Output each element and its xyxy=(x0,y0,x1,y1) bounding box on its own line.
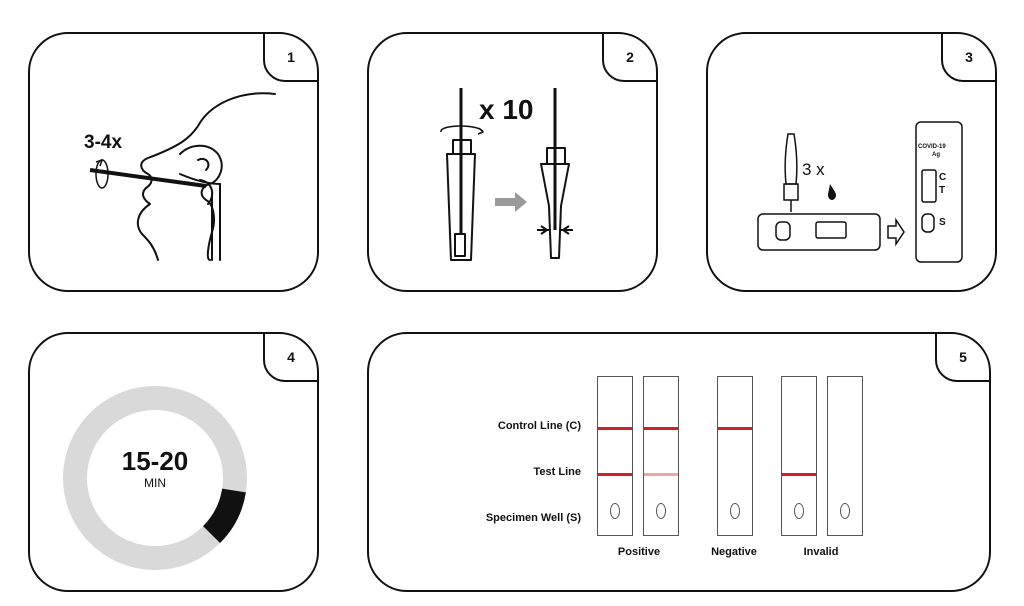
step-5-panel: Control Line (C) Test Line Specimen Well… xyxy=(367,332,991,592)
test-line-mark xyxy=(644,473,678,476)
step-4-panel: 15-20 MIN 4 xyxy=(28,332,319,592)
control-line-mark xyxy=(644,427,678,430)
drops-label: 3 x xyxy=(802,160,825,179)
cassette-ag: Ag xyxy=(932,152,940,158)
test-line-mark xyxy=(782,473,816,476)
result-label-negative: Negative xyxy=(711,546,757,558)
step-number: 5 xyxy=(935,334,989,382)
repeat-label: 3-4x xyxy=(84,132,123,153)
timer-value: 15-20 xyxy=(121,446,189,476)
tube-mixing-illustration xyxy=(440,88,573,261)
step-1-panel: 3-4x 1 xyxy=(28,32,319,292)
control-line-mark xyxy=(598,427,632,430)
repeat-label: x 10 xyxy=(479,94,534,125)
timer-progress-arc xyxy=(202,488,246,544)
specimen-well xyxy=(840,503,850,519)
well-s-label: S xyxy=(939,217,946,228)
test-line-mark xyxy=(598,473,632,476)
timer-ring xyxy=(63,386,247,570)
nasal-swab-illustration xyxy=(89,92,276,261)
cassette-brand: COVID-19 xyxy=(918,144,946,150)
specimen-well xyxy=(730,503,740,519)
line-c-label: C xyxy=(939,172,947,183)
specimen-well xyxy=(656,503,666,519)
step-2-panel: x 10 2 xyxy=(367,32,658,292)
sample-application-illustration xyxy=(757,121,963,263)
result-strip xyxy=(597,376,633,536)
step-3-panel: 3 x COVID-19 Ag C T S 3 xyxy=(706,32,997,292)
result-strip xyxy=(717,376,753,536)
row-label-control: Control Line (C) xyxy=(497,420,581,432)
control-line-mark xyxy=(718,427,752,430)
result-strip xyxy=(643,376,679,536)
row-label-test: Test Line xyxy=(533,466,581,478)
result-strip xyxy=(781,376,817,536)
result-label-invalid: Invalid xyxy=(803,546,839,558)
row-label-specimen: Specimen Well (S) xyxy=(485,512,581,524)
specimen-well xyxy=(794,503,804,519)
line-t-label: T xyxy=(939,185,946,196)
result-label-positive: Positive xyxy=(617,546,661,558)
specimen-well xyxy=(610,503,620,519)
timer-unit: MIN xyxy=(144,476,166,490)
result-strip xyxy=(827,376,863,536)
